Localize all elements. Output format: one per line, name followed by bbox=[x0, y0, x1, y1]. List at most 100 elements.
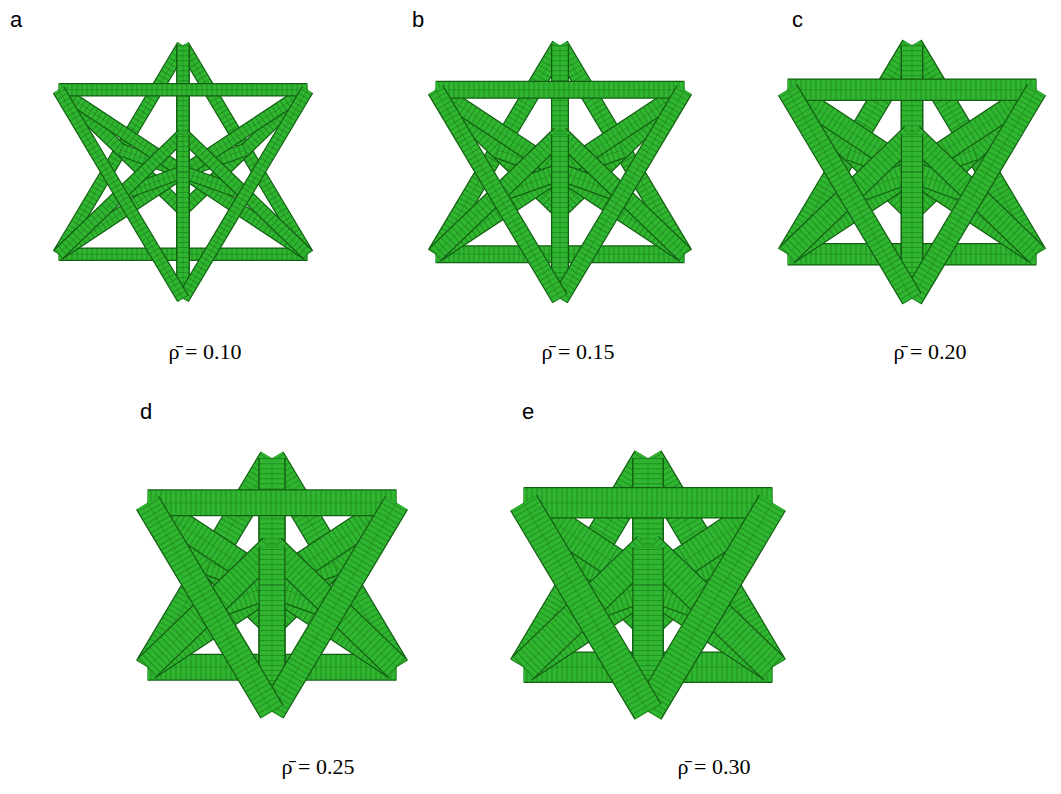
strut-mesh bbox=[183, 172, 184, 299]
strut-outline bbox=[551, 134, 569, 172]
strut-mesh bbox=[436, 90, 560, 299]
lattice-strut bbox=[178, 45, 189, 172]
strut-mesh bbox=[272, 458, 273, 585]
strut-mesh bbox=[788, 89, 1037, 90]
strut-mesh bbox=[634, 547, 663, 585]
strut-mesh bbox=[436, 82, 685, 98]
lattice-strut bbox=[183, 90, 307, 299]
strut-mesh bbox=[560, 90, 684, 299]
lattice-unit-cell bbox=[59, 45, 308, 298]
strut-mesh bbox=[552, 134, 568, 172]
strut-mesh bbox=[183, 45, 184, 172]
strut-outline bbox=[551, 45, 569, 172]
panel-letter: a bbox=[10, 8, 22, 32]
lattice-strut bbox=[634, 547, 663, 585]
strut-mesh bbox=[648, 503, 772, 712]
strut-outline bbox=[272, 503, 396, 712]
strut-mesh bbox=[148, 491, 397, 516]
strut-mesh bbox=[912, 90, 1036, 299]
strut-outline bbox=[560, 90, 684, 299]
strut-mesh bbox=[788, 45, 912, 254]
strut-mesh bbox=[272, 503, 396, 712]
strut-outline bbox=[59, 90, 183, 299]
lattice-strut bbox=[436, 45, 560, 254]
strut-outline bbox=[183, 45, 307, 254]
strut-outline bbox=[524, 487, 773, 518]
panel-letter: d bbox=[140, 400, 152, 424]
lattice-strut bbox=[59, 45, 183, 254]
strut-outline bbox=[788, 90, 912, 299]
lattice-strut bbox=[436, 82, 685, 98]
lattice-strut bbox=[552, 45, 568, 172]
strut-outline bbox=[788, 45, 912, 254]
density-label: ρ̄ = 0.15 bbox=[542, 340, 615, 364]
strut-outline bbox=[183, 90, 307, 299]
strut-outline bbox=[912, 45, 1036, 254]
density-label: ρ̄ = 0.20 bbox=[894, 340, 967, 364]
strut-mesh bbox=[902, 45, 922, 172]
lattice-strut bbox=[560, 90, 684, 299]
strut-mesh bbox=[59, 84, 308, 95]
strut-mesh bbox=[552, 45, 568, 172]
strut-mesh bbox=[260, 547, 285, 585]
strut-mesh bbox=[788, 45, 912, 254]
strut-mesh bbox=[648, 547, 649, 585]
strut-mesh bbox=[183, 45, 307, 254]
strut-mesh bbox=[912, 90, 1036, 299]
strut-mesh bbox=[560, 172, 561, 299]
strut-mesh bbox=[436, 89, 685, 90]
strut-outline bbox=[560, 45, 684, 254]
strut-mesh bbox=[148, 503, 272, 712]
strut-mesh bbox=[178, 134, 189, 172]
strut-mesh bbox=[788, 90, 912, 299]
strut-outline bbox=[176, 134, 189, 172]
lattice-unit-cell bbox=[524, 458, 773, 711]
strut-mesh bbox=[788, 80, 1037, 100]
lattice-strut bbox=[260, 547, 285, 585]
strut-outline bbox=[176, 45, 189, 172]
lattice-strut bbox=[788, 90, 912, 299]
strut-mesh bbox=[178, 45, 189, 172]
lattice-strut bbox=[148, 503, 272, 712]
strut-outline bbox=[436, 90, 560, 299]
lattice-strut bbox=[59, 84, 308, 95]
lattice-strut bbox=[788, 80, 1037, 100]
strut-mesh bbox=[788, 90, 912, 299]
panel-letter: e bbox=[522, 400, 534, 424]
strut-mesh bbox=[183, 45, 307, 254]
lattice-strut bbox=[552, 134, 568, 172]
lattice-unit-cell bbox=[788, 45, 1037, 298]
strut-mesh bbox=[902, 134, 922, 172]
lattice-strut bbox=[178, 134, 189, 172]
panel-letter: c bbox=[792, 8, 803, 32]
strut-mesh bbox=[648, 503, 772, 712]
lattice-strut bbox=[524, 503, 648, 712]
strut-mesh bbox=[634, 458, 663, 585]
density-label: ρ̄ = 0.10 bbox=[169, 340, 242, 364]
strut-outline bbox=[901, 134, 923, 172]
strut-mesh bbox=[912, 45, 1036, 254]
lattice-unit-cell bbox=[436, 45, 685, 298]
strut-outline bbox=[632, 547, 663, 585]
lattice-unit-cell bbox=[148, 458, 397, 711]
lattice-strut bbox=[902, 45, 922, 172]
strut-outline bbox=[788, 79, 1037, 101]
strut-mesh bbox=[59, 90, 183, 299]
strut-mesh bbox=[912, 45, 1036, 254]
strut-mesh bbox=[560, 134, 561, 172]
strut-outline bbox=[632, 458, 663, 585]
strut-outline bbox=[59, 45, 183, 254]
strut-mesh bbox=[560, 45, 684, 254]
lattice-strut bbox=[59, 90, 183, 299]
strut-outline bbox=[648, 503, 772, 712]
strut-mesh bbox=[560, 45, 561, 172]
strut-mesh bbox=[524, 503, 648, 712]
strut-mesh bbox=[272, 503, 396, 712]
strut-mesh bbox=[59, 90, 183, 299]
lattice-strut bbox=[648, 503, 772, 712]
lattice-strut bbox=[912, 45, 1036, 254]
strut-mesh bbox=[183, 134, 184, 172]
strut-mesh bbox=[560, 90, 684, 299]
